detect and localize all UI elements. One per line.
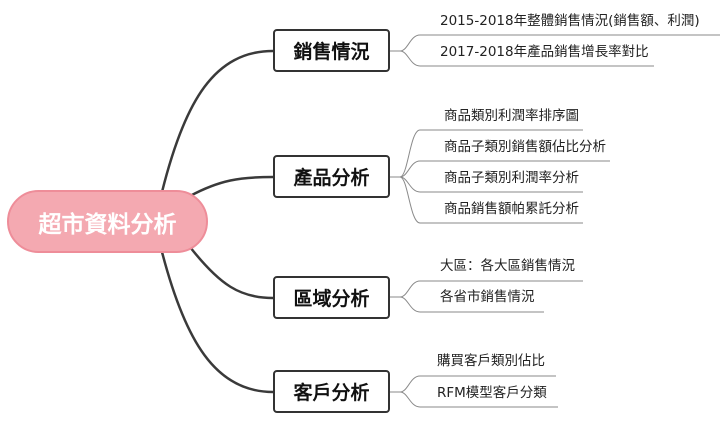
branch-label: 產品分析 xyxy=(293,167,370,189)
root-link-product xyxy=(189,175,274,198)
leaf-node[interactable]: 商品銷售額帕累託分析 xyxy=(444,201,579,217)
leaf-node[interactable]: 商品子類別利潤率分析 xyxy=(444,170,579,186)
branch-product[interactable]: 產品分析 xyxy=(273,155,390,198)
branch-label: 區域分析 xyxy=(293,288,370,310)
leaf-node[interactable]: 購買客戶類別佔比 xyxy=(437,353,545,369)
leaf-node[interactable]: 2017-2018年產品銷售增長率對比 xyxy=(440,44,649,60)
root-link-sales xyxy=(160,49,274,193)
leaf-node[interactable]: 各省市銷售情況 xyxy=(440,289,535,305)
root-link-customer xyxy=(160,251,274,394)
branch-region[interactable]: 區域分析 xyxy=(273,276,390,319)
branch-customer[interactable]: 客戶分析 xyxy=(273,370,390,413)
leaf-node[interactable]: RFM模型客戶分類 xyxy=(437,385,547,401)
leaf-node[interactable]: 大區：各大區銷售情況 xyxy=(440,258,575,274)
root-node[interactable]: 超市資料分析 xyxy=(7,190,208,253)
root-label: 超市資料分析 xyxy=(38,211,177,238)
branch-sales[interactable]: 銷售情況 xyxy=(273,29,390,72)
branch-label: 客戶分析 xyxy=(293,382,370,404)
root-link-region xyxy=(189,246,274,300)
branch-label: 銷售情況 xyxy=(293,41,370,63)
leaf-node[interactable]: 商品類別利潤率排序圖 xyxy=(444,108,579,124)
leaf-node[interactable]: 2015-2018年整體銷售情況(銷售額、利潤) xyxy=(440,13,700,29)
leaf-node[interactable]: 商品子類別銷售額佔比分析 xyxy=(444,139,606,155)
